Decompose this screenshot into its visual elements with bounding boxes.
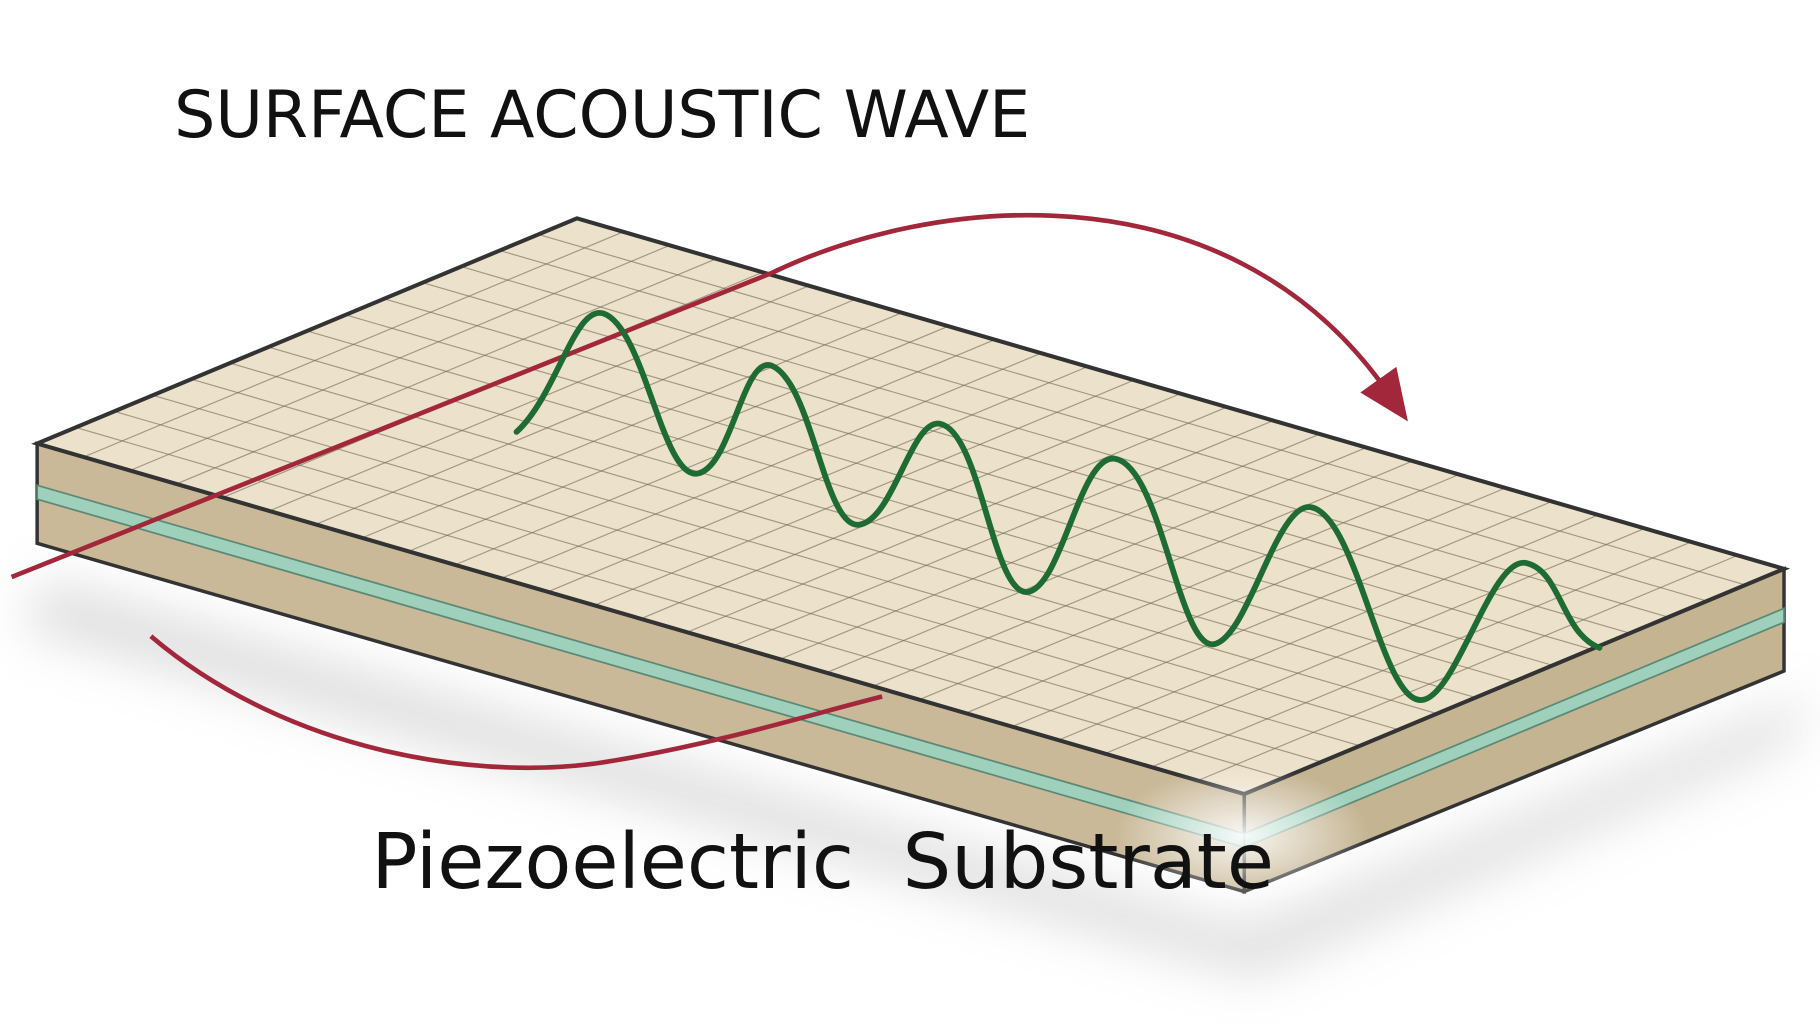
grid-line — [383, 298, 1592, 650]
grid-line — [422, 282, 1630, 634]
grid-line — [306, 330, 1515, 683]
grid-line — [345, 314, 1553, 666]
grid-line — [268, 346, 1476, 699]
grid-line — [152, 394, 1361, 747]
diagram-title: SURFACE ACOUSTIC WAVE — [174, 78, 1030, 153]
grid-line — [499, 249, 1708, 602]
surface-grid — [75, 231, 1746, 782]
grid-line — [114, 410, 1322, 763]
surface-wave — [513, 310, 1603, 703]
highlight-glow — [1114, 766, 1370, 906]
return-arc — [149, 634, 883, 771]
grid-line — [75, 426, 1283, 779]
grid-line — [229, 362, 1438, 715]
grid-line — [538, 233, 1746, 586]
substrate-label: Piezoelectric Substrate — [371, 818, 1274, 907]
grid-line — [461, 266, 1669, 618]
grid-line — [191, 378, 1399, 731]
propagation-arrow — [10, 212, 1384, 580]
arrowhead-icon — [1360, 366, 1408, 422]
